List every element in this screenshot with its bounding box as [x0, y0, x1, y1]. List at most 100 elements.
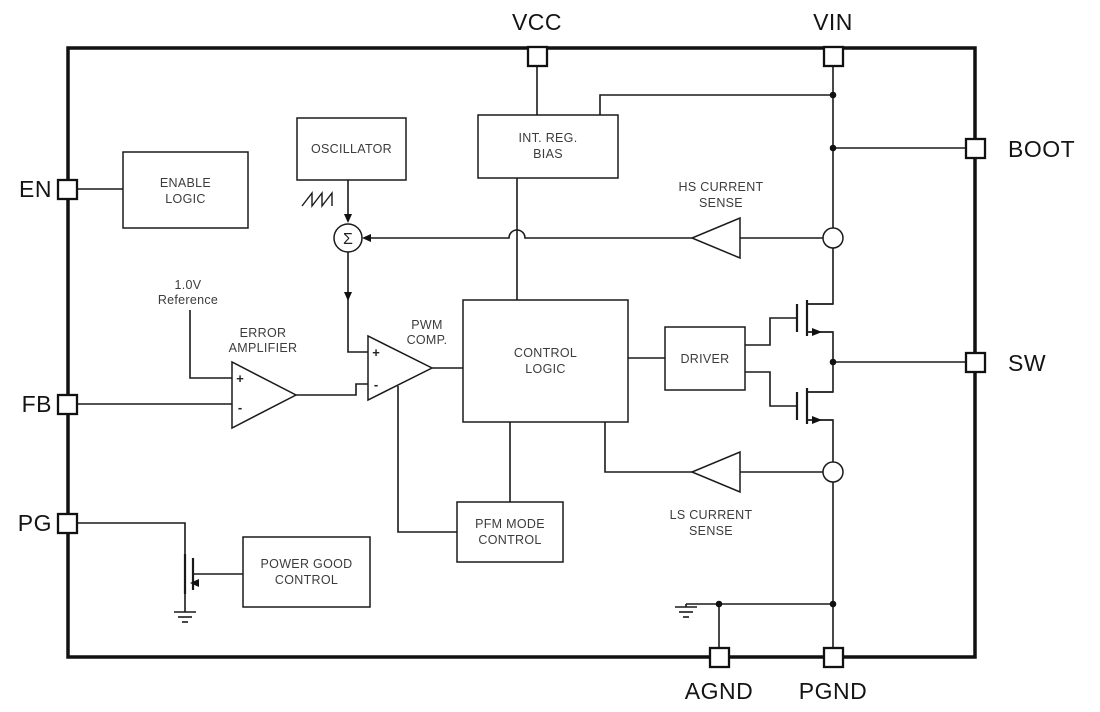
wire-driver-to-lsgate — [745, 371, 797, 407]
junction-dot — [829, 144, 837, 152]
junction-dot — [829, 358, 837, 366]
wire-pg — [77, 522, 186, 556]
pin-boot — [964, 137, 987, 160]
junction-dots — [715, 91, 837, 608]
pfm-mode-control-label: PFM MODE — [475, 517, 545, 531]
pin-sw — [964, 351, 987, 374]
annotation-labels: ERROR AMPLIFIER PWM COMP. HS CURRENT SEN… — [158, 180, 764, 538]
pwm-comp-label: PWM — [411, 318, 442, 332]
arrow-down-icon — [344, 292, 352, 301]
reference-label: 1.0V — [175, 278, 202, 292]
mosfet-arrow-icon — [812, 328, 822, 336]
pin-label-vcc: VCC — [512, 9, 562, 35]
reference-label: Reference — [158, 293, 218, 307]
wire-sense-to-hsfet-drain — [807, 248, 834, 305]
pin-pgnd — [822, 646, 845, 669]
pin-fb — [56, 393, 79, 416]
oscillator-block: OSCILLATOR — [296, 117, 407, 181]
ls-current-sense-label: LS CURRENT — [670, 508, 753, 522]
sawtooth-waveform-icon — [301, 190, 333, 209]
wire-driver-to-hsgate — [745, 317, 797, 346]
wire-lssense-to-control — [604, 422, 692, 473]
minus-icon: - — [374, 377, 378, 392]
error-amplifier-label: AMPLIFIER — [229, 341, 298, 355]
control-logic-label: LOGIC — [525, 362, 565, 376]
hs-current-sense-label: HS CURRENT — [679, 180, 764, 194]
pin-squares — [56, 45, 987, 669]
int-reg-bias-label: INT. REG. — [519, 131, 578, 145]
driver-block: DRIVER — [664, 326, 746, 391]
pin-pg — [56, 512, 79, 535]
error-amplifier-symbol: + - — [231, 360, 298, 430]
pin-label-boot: BOOT — [1008, 136, 1075, 162]
pfm-mode-control-block: PFM MODE CONTROL — [456, 501, 564, 563]
pin-vcc — [526, 45, 549, 68]
signal-arrows — [344, 214, 371, 301]
hs-current-sense-label: SENSE — [699, 196, 743, 210]
wire-hssense-to-sigma — [371, 229, 692, 239]
ls-mosfet-symbol — [795, 388, 833, 424]
error-amplifier-triangle — [231, 360, 298, 430]
arrow-left-icon — [362, 234, 371, 242]
junction-dot — [829, 600, 837, 608]
power-good-control-box — [242, 536, 371, 608]
wire-hsfet-source-to-sw — [807, 331, 834, 362]
minus-icon: - — [238, 400, 242, 415]
hs-sense-element-circle — [822, 227, 844, 249]
sigma-icon: Σ — [343, 231, 353, 248]
power-good-control-label: CONTROL — [275, 573, 338, 587]
enable-logic-label: ENABLE — [160, 176, 211, 190]
plus-icon: + — [372, 345, 380, 360]
hs-current-sense-symbol — [690, 216, 741, 260]
plus-icon: + — [236, 371, 244, 386]
hs-mosfet-symbol — [795, 300, 833, 336]
sigma-circle — [333, 223, 363, 253]
ground-symbol-pg — [174, 611, 196, 623]
ls-current-sense-symbol — [690, 450, 741, 494]
pin-labels: VCC VIN BOOT SW EN FB PG AGND PGND — [18, 9, 1075, 704]
pin-label-en: EN — [19, 176, 52, 202]
driver-label: DRIVER — [680, 352, 729, 366]
pfm-mode-control-label: CONTROL — [478, 533, 541, 547]
mosfet-arrow-icon — [190, 579, 199, 587]
power-good-control-block: POWER GOOD CONTROL — [242, 536, 371, 608]
wire-sw-to-lsfet-drain — [807, 362, 834, 393]
pin-label-pg: PG — [18, 510, 52, 536]
pfm-mode-control-box — [456, 501, 564, 563]
enable-logic-box — [122, 151, 249, 229]
pin-label-agnd: AGND — [685, 678, 753, 704]
junction-dot — [715, 600, 723, 608]
wire-ref-to-erramp — [189, 310, 232, 379]
wire-to-pfm — [397, 386, 457, 533]
wires — [77, 66, 966, 648]
enable-logic-block: ENABLE LOGIC — [122, 151, 249, 229]
control-logic-box — [462, 299, 629, 423]
control-logic-block: CONTROL LOGIC — [462, 299, 629, 423]
wire-sigma-to-pwm — [347, 252, 368, 353]
pin-label-vin: VIN — [813, 9, 853, 35]
pin-label-fb: FB — [22, 391, 52, 417]
ls-sense-element-circle — [822, 461, 844, 483]
pin-agnd — [708, 646, 731, 669]
ls-current-sense-label: SENSE — [689, 524, 733, 538]
pin-label-pgnd: PGND — [799, 678, 867, 704]
oscillator-label: OSCILLATOR — [311, 142, 392, 156]
pwm-comparator-symbol: + - — [367, 334, 434, 402]
int-reg-bias-block: INT. REG. BIAS — [477, 114, 619, 179]
int-reg-bias-label: BIAS — [533, 147, 563, 161]
pwm-comp-label: COMP. — [407, 333, 448, 347]
pin-label-sw: SW — [1008, 350, 1046, 376]
pin-vin — [822, 45, 845, 68]
pg-mosfet-symbol — [183, 554, 199, 594]
oscillator-box — [296, 117, 407, 181]
summing-junction-symbol: Σ — [333, 223, 363, 253]
pwm-comparator-triangle — [367, 334, 434, 402]
error-amplifier-label: ERROR — [240, 326, 287, 340]
wire-vin-to-intreg — [599, 94, 833, 115]
wire-lsfet-source-to-sense — [807, 419, 834, 462]
power-good-control-label: POWER GOOD — [261, 557, 353, 571]
int-reg-bias-box — [477, 114, 619, 179]
pin-en — [56, 178, 79, 201]
enable-logic-label: LOGIC — [165, 192, 205, 206]
driver-box — [664, 326, 746, 391]
